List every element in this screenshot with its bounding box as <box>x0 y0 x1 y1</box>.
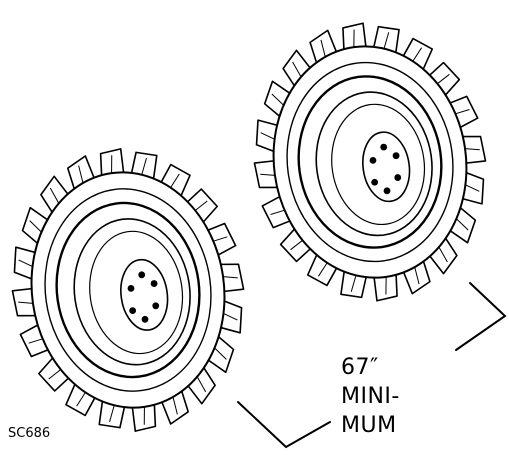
wheel-rim <box>73 218 191 366</box>
lug-edge <box>28 338 43 344</box>
lug-nut <box>394 174 402 181</box>
lug-edge <box>78 165 84 184</box>
lug-edge <box>260 132 275 140</box>
right-rear-tire-icon <box>253 22 487 302</box>
dimension-leader <box>237 282 507 449</box>
lug-edge <box>438 246 448 263</box>
lug-edge <box>214 347 227 360</box>
spacing-word-line1: MINI- <box>341 384 400 409</box>
lug-edge <box>270 209 285 215</box>
lug-edge <box>317 262 328 277</box>
lug-nut <box>127 284 135 292</box>
sidewall-ring <box>286 61 454 263</box>
spacing-word-line2: MUM <box>341 413 397 438</box>
lug-edge <box>456 218 469 231</box>
rim-inner-edge <box>89 230 184 355</box>
lug-edge <box>109 405 115 423</box>
lug-edge <box>455 109 470 115</box>
sidewall-ring <box>44 188 212 392</box>
lug-edge <box>172 396 178 415</box>
lug-edge <box>414 266 420 285</box>
lug-nut <box>371 178 379 186</box>
lug-edge <box>196 376 207 393</box>
lug-edge <box>465 148 480 151</box>
left-rear-tire-icon <box>11 148 245 432</box>
lug-edge <box>18 301 33 304</box>
wheel-rim <box>315 91 433 237</box>
lug-edge <box>290 239 303 251</box>
lug-edge <box>465 184 480 192</box>
lug-nut <box>392 152 400 160</box>
lug-edge <box>412 47 423 62</box>
sidewall-ring <box>55 201 201 379</box>
lug-edge <box>194 200 208 211</box>
lug-edge <box>213 236 228 242</box>
lug-edge <box>141 157 147 175</box>
leader-line-left <box>237 401 331 449</box>
lug-edge <box>350 275 357 292</box>
wheel-hub <box>120 258 169 331</box>
leader-line-right <box>455 282 507 351</box>
lug-nut <box>380 143 388 151</box>
lug-edge <box>49 187 60 204</box>
lug-nut <box>138 271 146 279</box>
lug-edge <box>29 220 42 233</box>
lug-edge <box>48 369 62 380</box>
lug-edge <box>170 173 180 188</box>
lug-edge <box>76 392 86 407</box>
figure-code: SC686 <box>8 426 51 441</box>
minimum-spacing-label: 67″ MINI- MUM <box>341 353 400 440</box>
lug-edge <box>223 312 238 321</box>
lug-nut <box>152 302 160 310</box>
lug-nut <box>383 187 391 195</box>
lug-edge <box>260 173 275 176</box>
spacing-value: 67″ <box>341 355 379 380</box>
sidewall-ring <box>297 75 443 249</box>
lug-nut <box>129 307 137 314</box>
lug-edge <box>383 32 390 49</box>
lug-edge <box>271 93 284 106</box>
lug-nut <box>369 156 377 164</box>
lug-nut <box>150 280 158 287</box>
lug-edge <box>18 259 33 268</box>
tire-body <box>30 171 226 409</box>
lug-nut <box>141 315 149 323</box>
wheel-hub <box>362 131 411 203</box>
lug-edge <box>223 276 238 279</box>
lug-edge <box>292 61 302 78</box>
lug-edge <box>320 39 326 58</box>
rim-inner-edge <box>331 103 426 226</box>
lug-edge <box>437 73 450 85</box>
